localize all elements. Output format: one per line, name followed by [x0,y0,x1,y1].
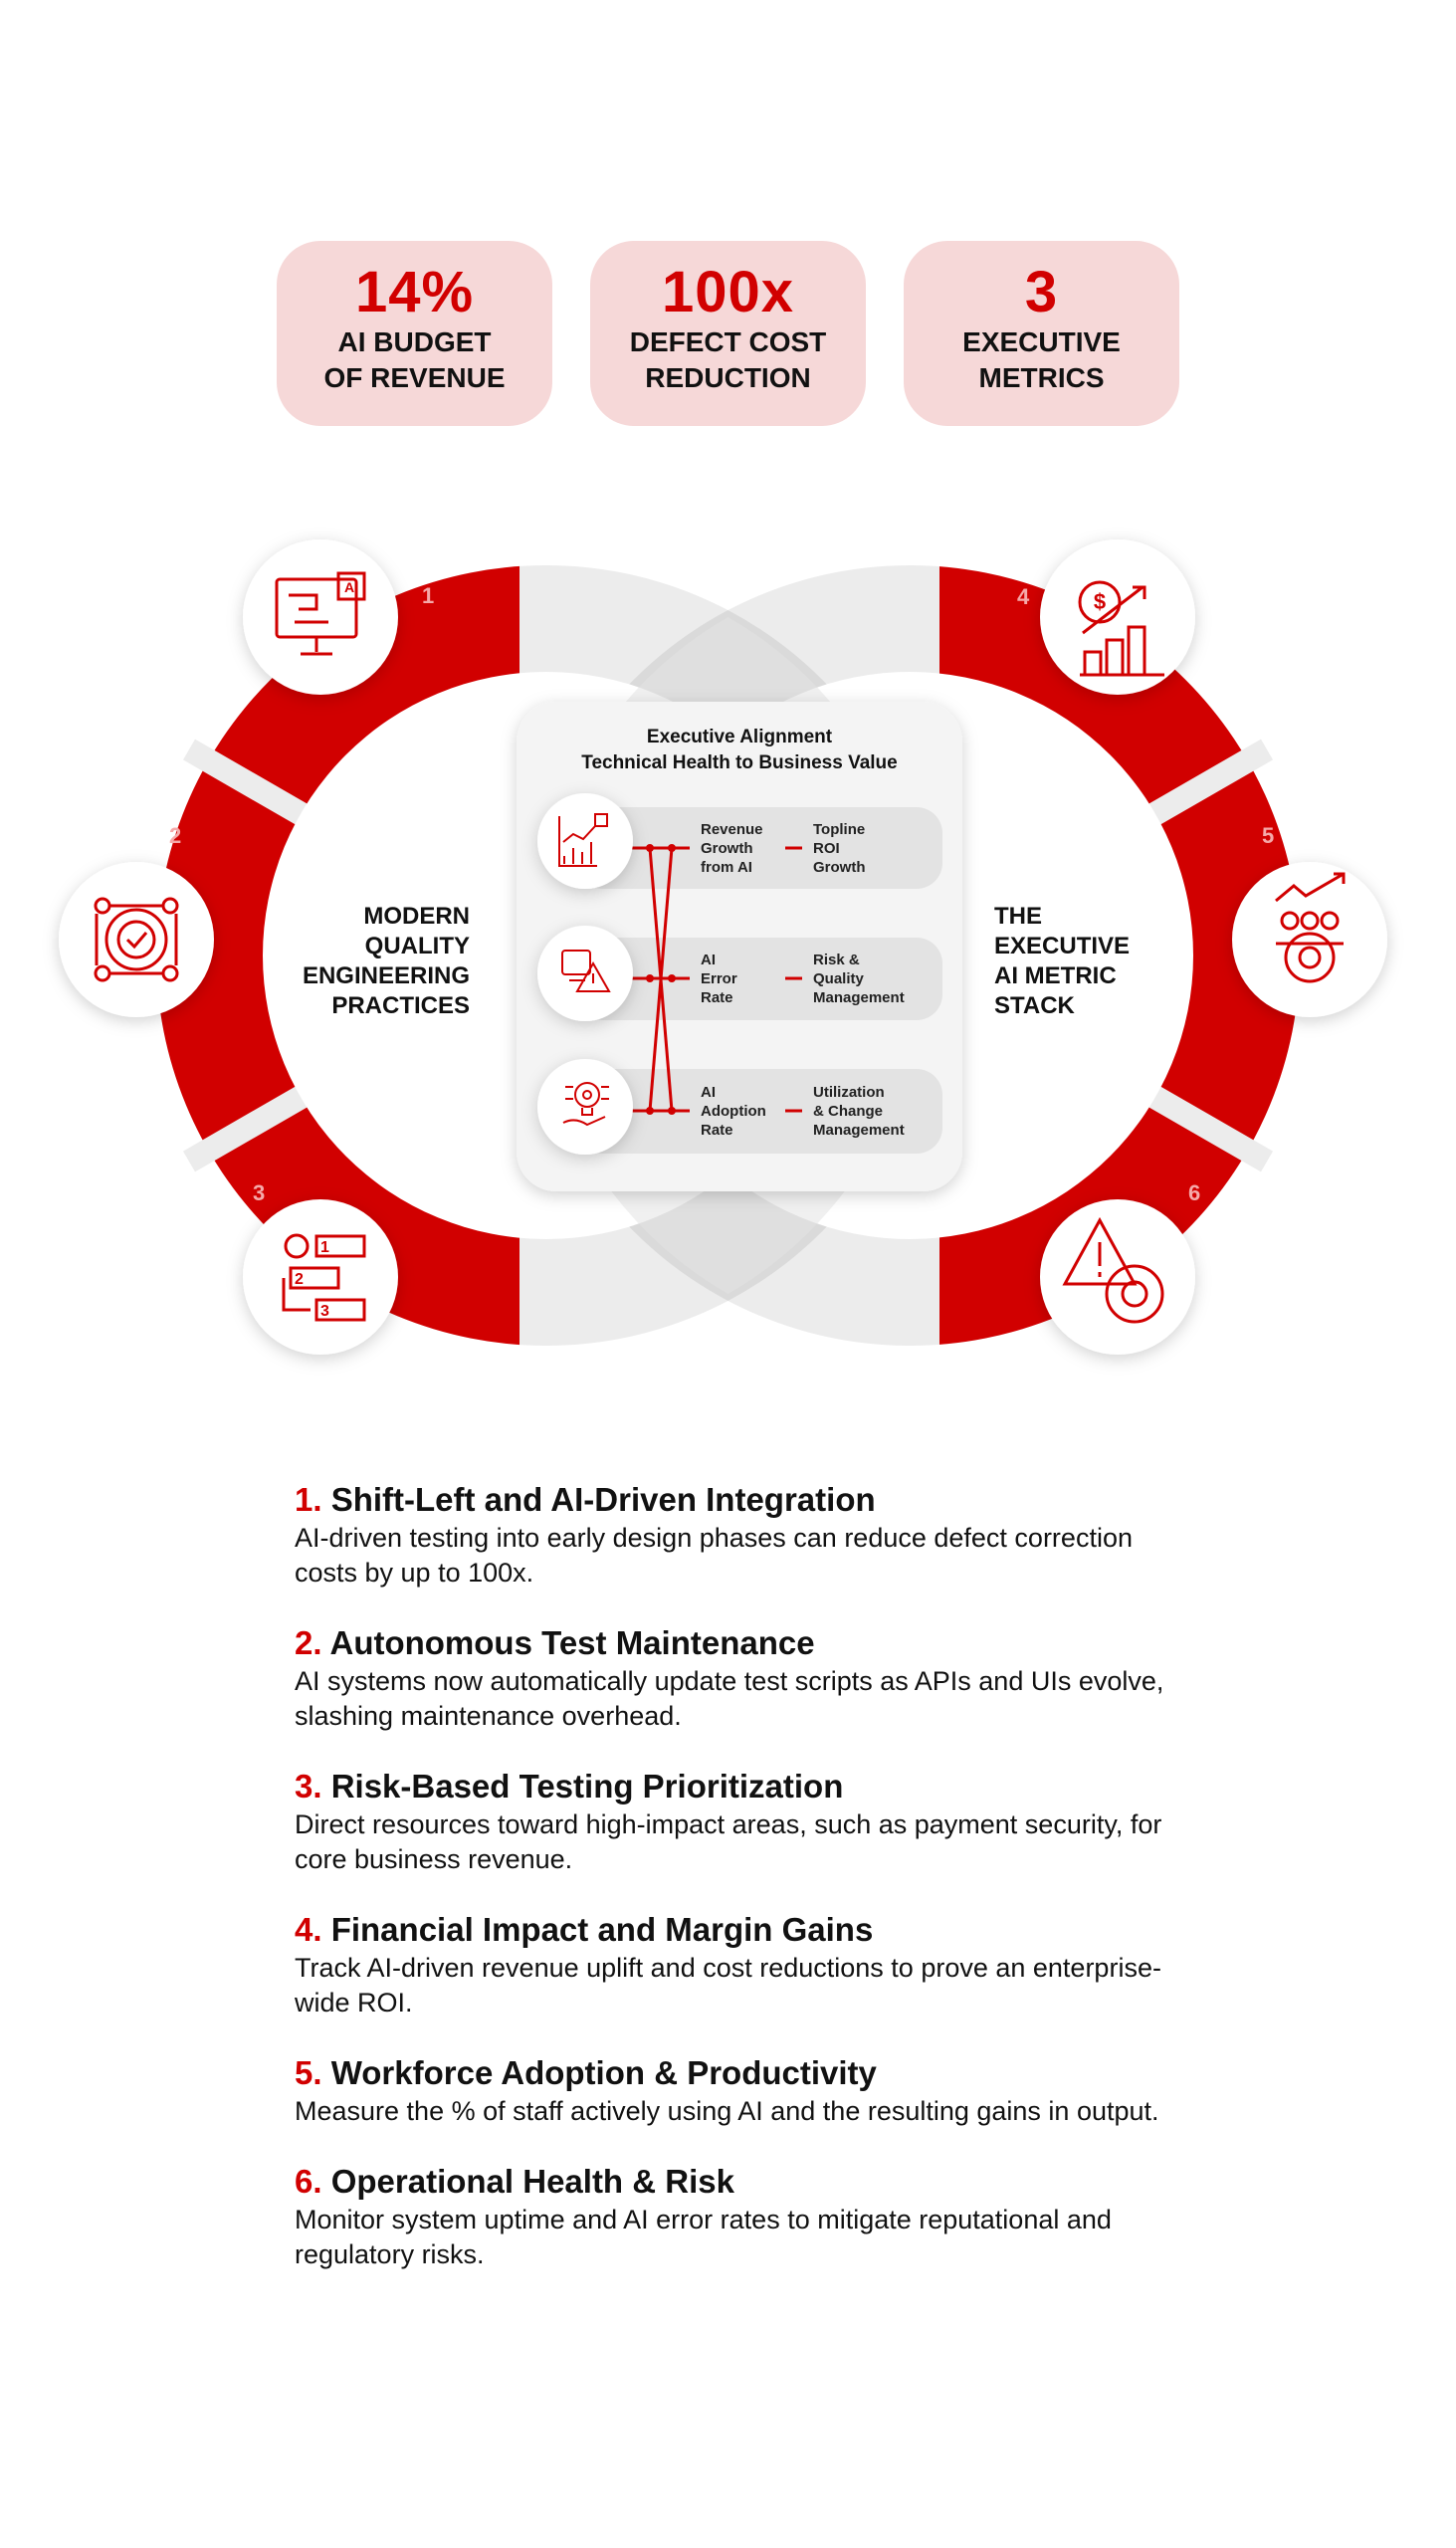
label-line: THE [994,903,1042,930]
item-body: Direct resources toward high-impact area… [295,1809,1162,1874]
item-title: Financial Impact and Margin Gains [330,1911,874,1948]
ai-integration-monitor-icon: AI [243,539,398,695]
stat-card-executive-metrics: 3 EXECUTIVE METRICS [904,241,1179,426]
ring-number: 1 [422,583,435,608]
stat-value: 14% [354,260,475,324]
item-number: 2. [295,1624,322,1661]
item-title: Shift-Left and AI-Driven Integration [330,1481,876,1518]
stat-label: REDUCTION [645,362,811,393]
item-number: 3. [295,1768,322,1805]
item-number: 5. [295,2054,322,2091]
ai-error-warning-icon [537,926,633,1021]
item-body: AI systems now automatically update test… [295,1666,1164,1731]
ring-number: 3 [253,1180,266,1205]
panel-title: Executive Alignment Technical Health to … [517,725,962,776]
item-body: AI-driven testing into early design phas… [295,1523,1133,1588]
svg-text:AI: AI [344,579,358,595]
stat-label: DEFECT COST [629,326,827,357]
svg-text:1: 1 [320,1239,329,1256]
stat-value: 100x [661,260,795,324]
panel-title-line: Executive Alignment [646,727,833,747]
operational-risk-warning-icon [1040,1199,1195,1355]
right-circle-label: THE EXECUTIVE AI METRIC STACK [994,902,1130,1021]
item-number: 6. [295,2163,322,2200]
label-line: MODERN [363,903,470,930]
svg-text:3: 3 [320,1303,329,1320]
panel-row-bg [577,807,942,889]
label-line: PRACTICES [331,992,470,1019]
item-title: Operational Health & Risk [330,2163,734,2200]
prioritized-list-icon: 123 [243,1199,398,1355]
connector-lines [630,846,802,1113]
test-automation-gear-icon [59,862,214,1017]
svg-text:$: $ [1094,589,1106,614]
item-body: Measure the % of staff actively using AI… [295,2096,1159,2126]
item-title: Risk-Based Testing Prioritization [330,1768,844,1805]
stat-label: AI BUDGET [337,326,492,357]
panel-row-bg [577,938,942,1020]
list-item: 2. Autonomous Test Maintenance AI systems… [295,1622,1190,1734]
item-number: 1. [295,1481,322,1518]
label-line: EXECUTIVE [994,933,1131,959]
revenue-growth-chart-icon [537,793,633,889]
workforce-team-icon [1232,862,1387,1017]
stat-label: METRICS [978,362,1105,393]
stat-card-ai-budget: 14% AI BUDGET OF REVENUE [277,241,552,426]
item-number: 4. [295,1911,322,1948]
left-circle-label: MODERN QUALITY ENGINEERING PRACTICES [303,902,470,1021]
ring-number: 5 [1262,823,1275,848]
label-line: ENGINEERING [302,962,470,989]
item-body: Track AI-driven revenue uplift and cost … [295,1953,1161,2017]
panel-row-bg [577,1069,942,1154]
stat-label: EXECUTIVE [962,326,1121,357]
label-line: STACK [994,992,1075,1019]
panel-subtitle-line: Technical Health to Business Value [581,752,898,773]
item-title: Autonomous Test Maintenance [329,1624,815,1661]
item-title: Workforce Adoption & Productivity [330,2054,877,2091]
stat-card-defect-cost: 100x DEFECT COST REDUCTION [590,241,866,426]
stat-label: OF REVENUE [323,362,506,393]
ring-number: 6 [1188,1180,1201,1205]
ring-number: 2 [169,823,182,848]
label-line: AI METRIC [994,962,1117,989]
financial-growth-icon: $ [1040,539,1195,695]
ai-adoption-lightbulb-icon [537,1059,633,1155]
item-body: Monitor system uptime and AI error rates… [295,2205,1112,2269]
label-line: QUALITY [364,933,470,959]
svg-text:2: 2 [295,1271,304,1288]
stat-value: 3 [1024,260,1059,324]
venn-ring-diagram: AI 123 $ [59,539,1387,1355]
ring-number: 4 [1017,584,1030,609]
